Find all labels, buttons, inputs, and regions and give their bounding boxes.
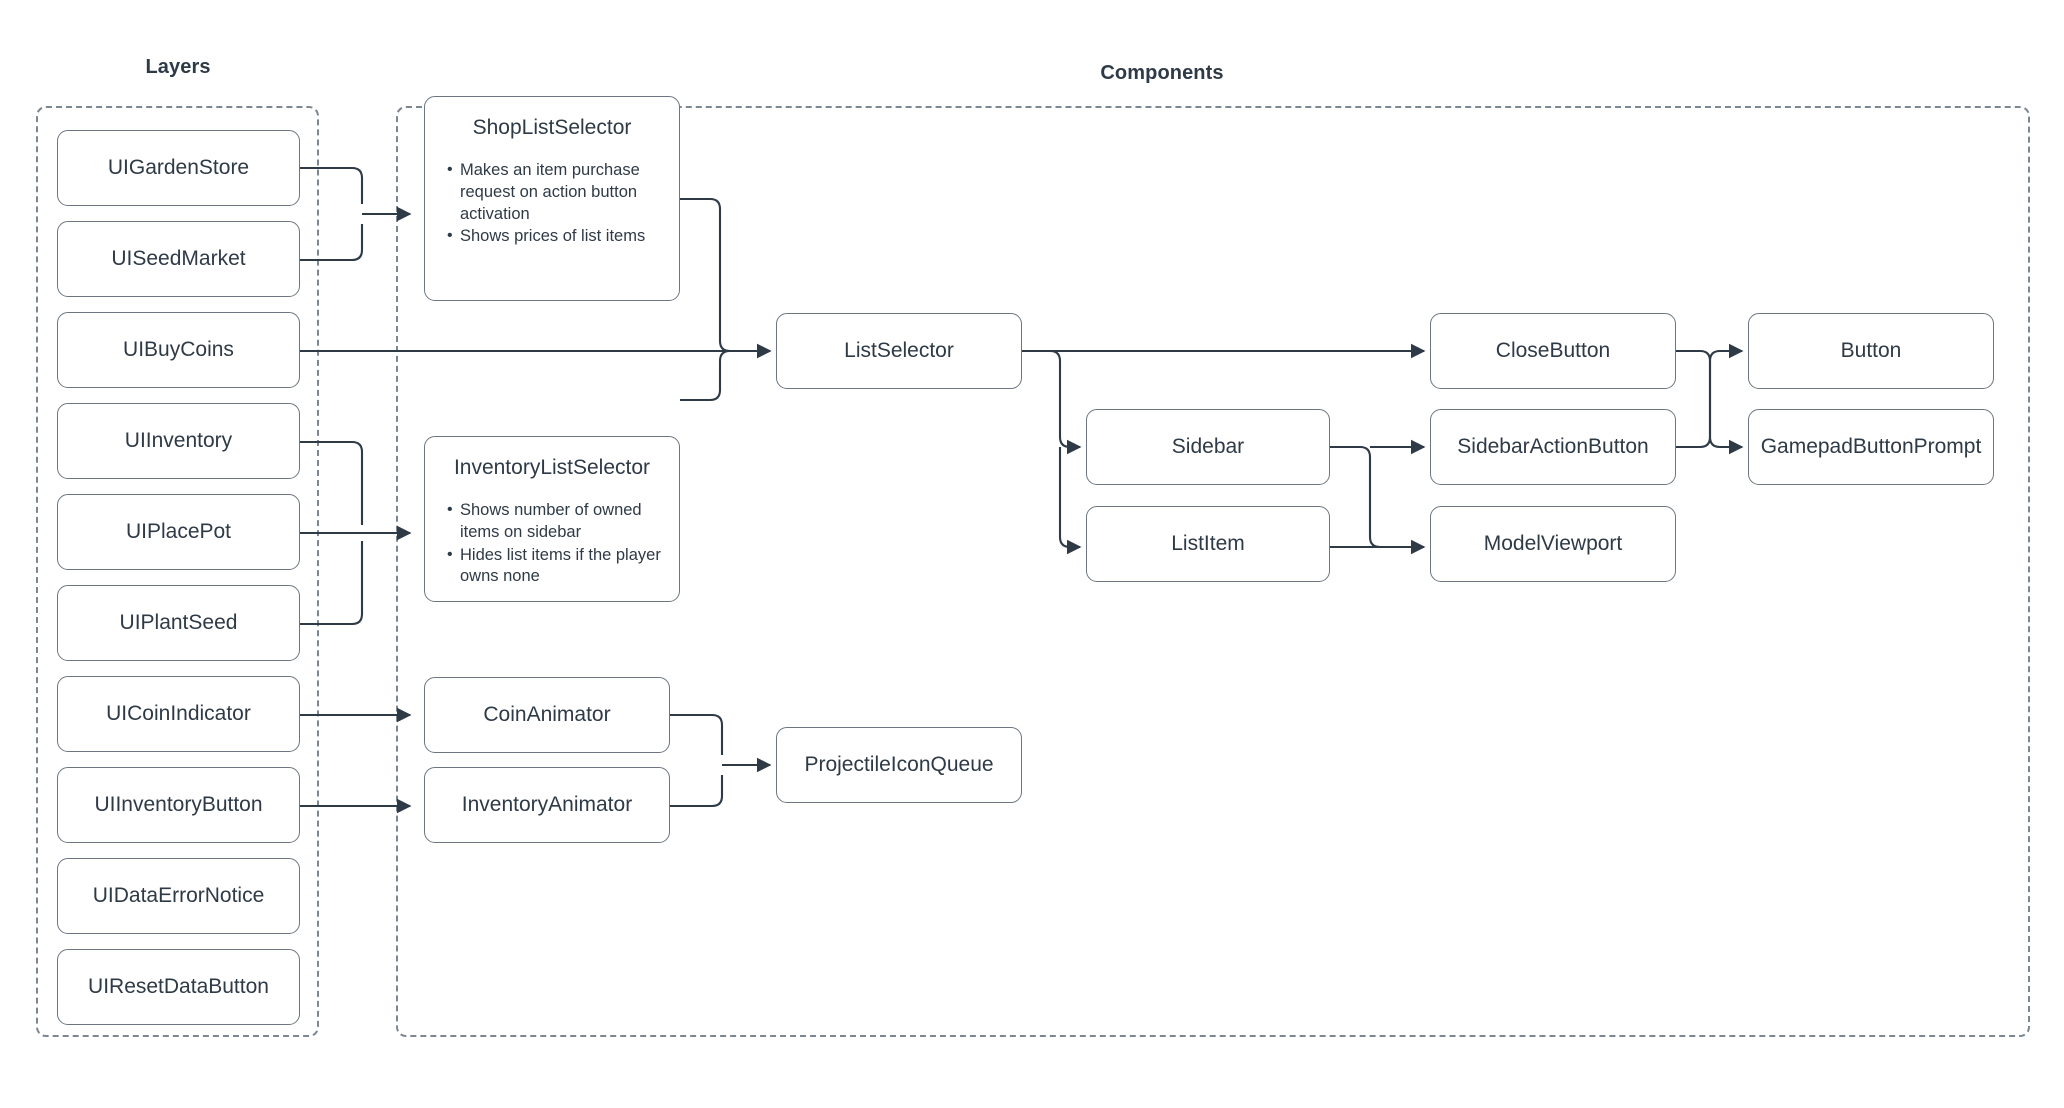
bullet-item: Shows prices of list items — [447, 225, 665, 248]
node-projectile-icon-queue[interactable]: ProjectileIconQueue — [776, 727, 1022, 803]
node-label: CloseButton — [1495, 339, 1611, 363]
node-ui-plant-seed[interactable]: UIPlantSeed — [57, 585, 300, 661]
node-label: UIInventory — [124, 429, 233, 453]
node-label: ProjectileIconQueue — [804, 753, 994, 777]
node-ui-inventory[interactable]: UIInventory — [57, 403, 300, 479]
node-label: Button — [1840, 339, 1902, 363]
node-coin-animator[interactable]: CoinAnimator — [424, 677, 670, 753]
node-label: UIGardenStore — [107, 156, 250, 180]
bullet-item: Hides list items if the player owns none — [447, 544, 665, 589]
node-label: UICoinIndicator — [106, 702, 251, 726]
node-model-viewport[interactable]: ModelViewport — [1430, 506, 1676, 582]
node-label: UISeedMarket — [111, 247, 246, 271]
node-ui-garden-store[interactable]: UIGardenStore — [57, 130, 300, 206]
node-label: GamepadButtonPrompt — [1760, 435, 1982, 459]
node-list-selector[interactable]: ListSelector — [776, 313, 1022, 389]
node-label: SidebarActionButton — [1457, 435, 1649, 459]
node-ui-seed-market[interactable]: UISeedMarket — [57, 221, 300, 297]
node-label: CoinAnimator — [483, 703, 611, 727]
node-bullet-list: Shows number of owned items on sidebar H… — [425, 499, 679, 589]
node-shop-list-selector[interactable]: ShopListSelector Makes an item purchase … — [424, 96, 680, 301]
node-inventory-animator[interactable]: InventoryAnimator — [424, 767, 670, 843]
node-bullet-list: Makes an item purchase request on action… — [425, 159, 679, 249]
node-label: ShopListSelector — [472, 116, 632, 139]
node-label: Sidebar — [1171, 435, 1245, 459]
node-ui-place-pot[interactable]: UIPlacePot — [57, 494, 300, 570]
bullet-item: Shows number of owned items on sidebar — [447, 499, 665, 544]
bullet-item: Makes an item purchase request on action… — [447, 159, 665, 225]
node-label: UIDataErrorNotice — [92, 884, 265, 908]
node-label: InventoryListSelector — [453, 456, 651, 479]
node-label: UIPlantSeed — [119, 611, 238, 635]
node-label: ListSelector — [844, 339, 954, 363]
node-label: UIBuyCoins — [123, 338, 234, 362]
node-sidebar-action-button[interactable]: SidebarActionButton — [1430, 409, 1676, 485]
node-ui-buy-coins[interactable]: UIBuyCoins — [57, 312, 300, 388]
node-label: InventoryAnimator — [461, 793, 633, 817]
node-label: UIInventoryButton — [94, 793, 263, 817]
group-title-components: Components — [1100, 62, 1224, 84]
node-label: UIResetDataButton — [88, 975, 269, 999]
node-ui-inventory-button[interactable]: UIInventoryButton — [57, 767, 300, 843]
node-label: ListItem — [1171, 532, 1245, 556]
node-label: ModelViewport — [1483, 532, 1623, 556]
node-list-item[interactable]: ListItem — [1086, 506, 1330, 582]
node-label: UIPlacePot — [125, 520, 232, 544]
node-gamepad-button-prompt[interactable]: GamepadButtonPrompt — [1748, 409, 1994, 485]
node-ui-data-error-notice[interactable]: UIDataErrorNotice — [57, 858, 300, 934]
group-title-layers: Layers — [145, 56, 211, 78]
group-components — [396, 106, 2030, 1037]
node-inventory-list-selector[interactable]: InventoryListSelector Shows number of ow… — [424, 436, 680, 602]
node-close-button[interactable]: CloseButton — [1430, 313, 1676, 389]
node-sidebar[interactable]: Sidebar — [1086, 409, 1330, 485]
node-button[interactable]: Button — [1748, 313, 1994, 389]
node-ui-reset-data-button[interactable]: UIResetDataButton — [57, 949, 300, 1025]
node-ui-coin-indicator[interactable]: UICoinIndicator — [57, 676, 300, 752]
